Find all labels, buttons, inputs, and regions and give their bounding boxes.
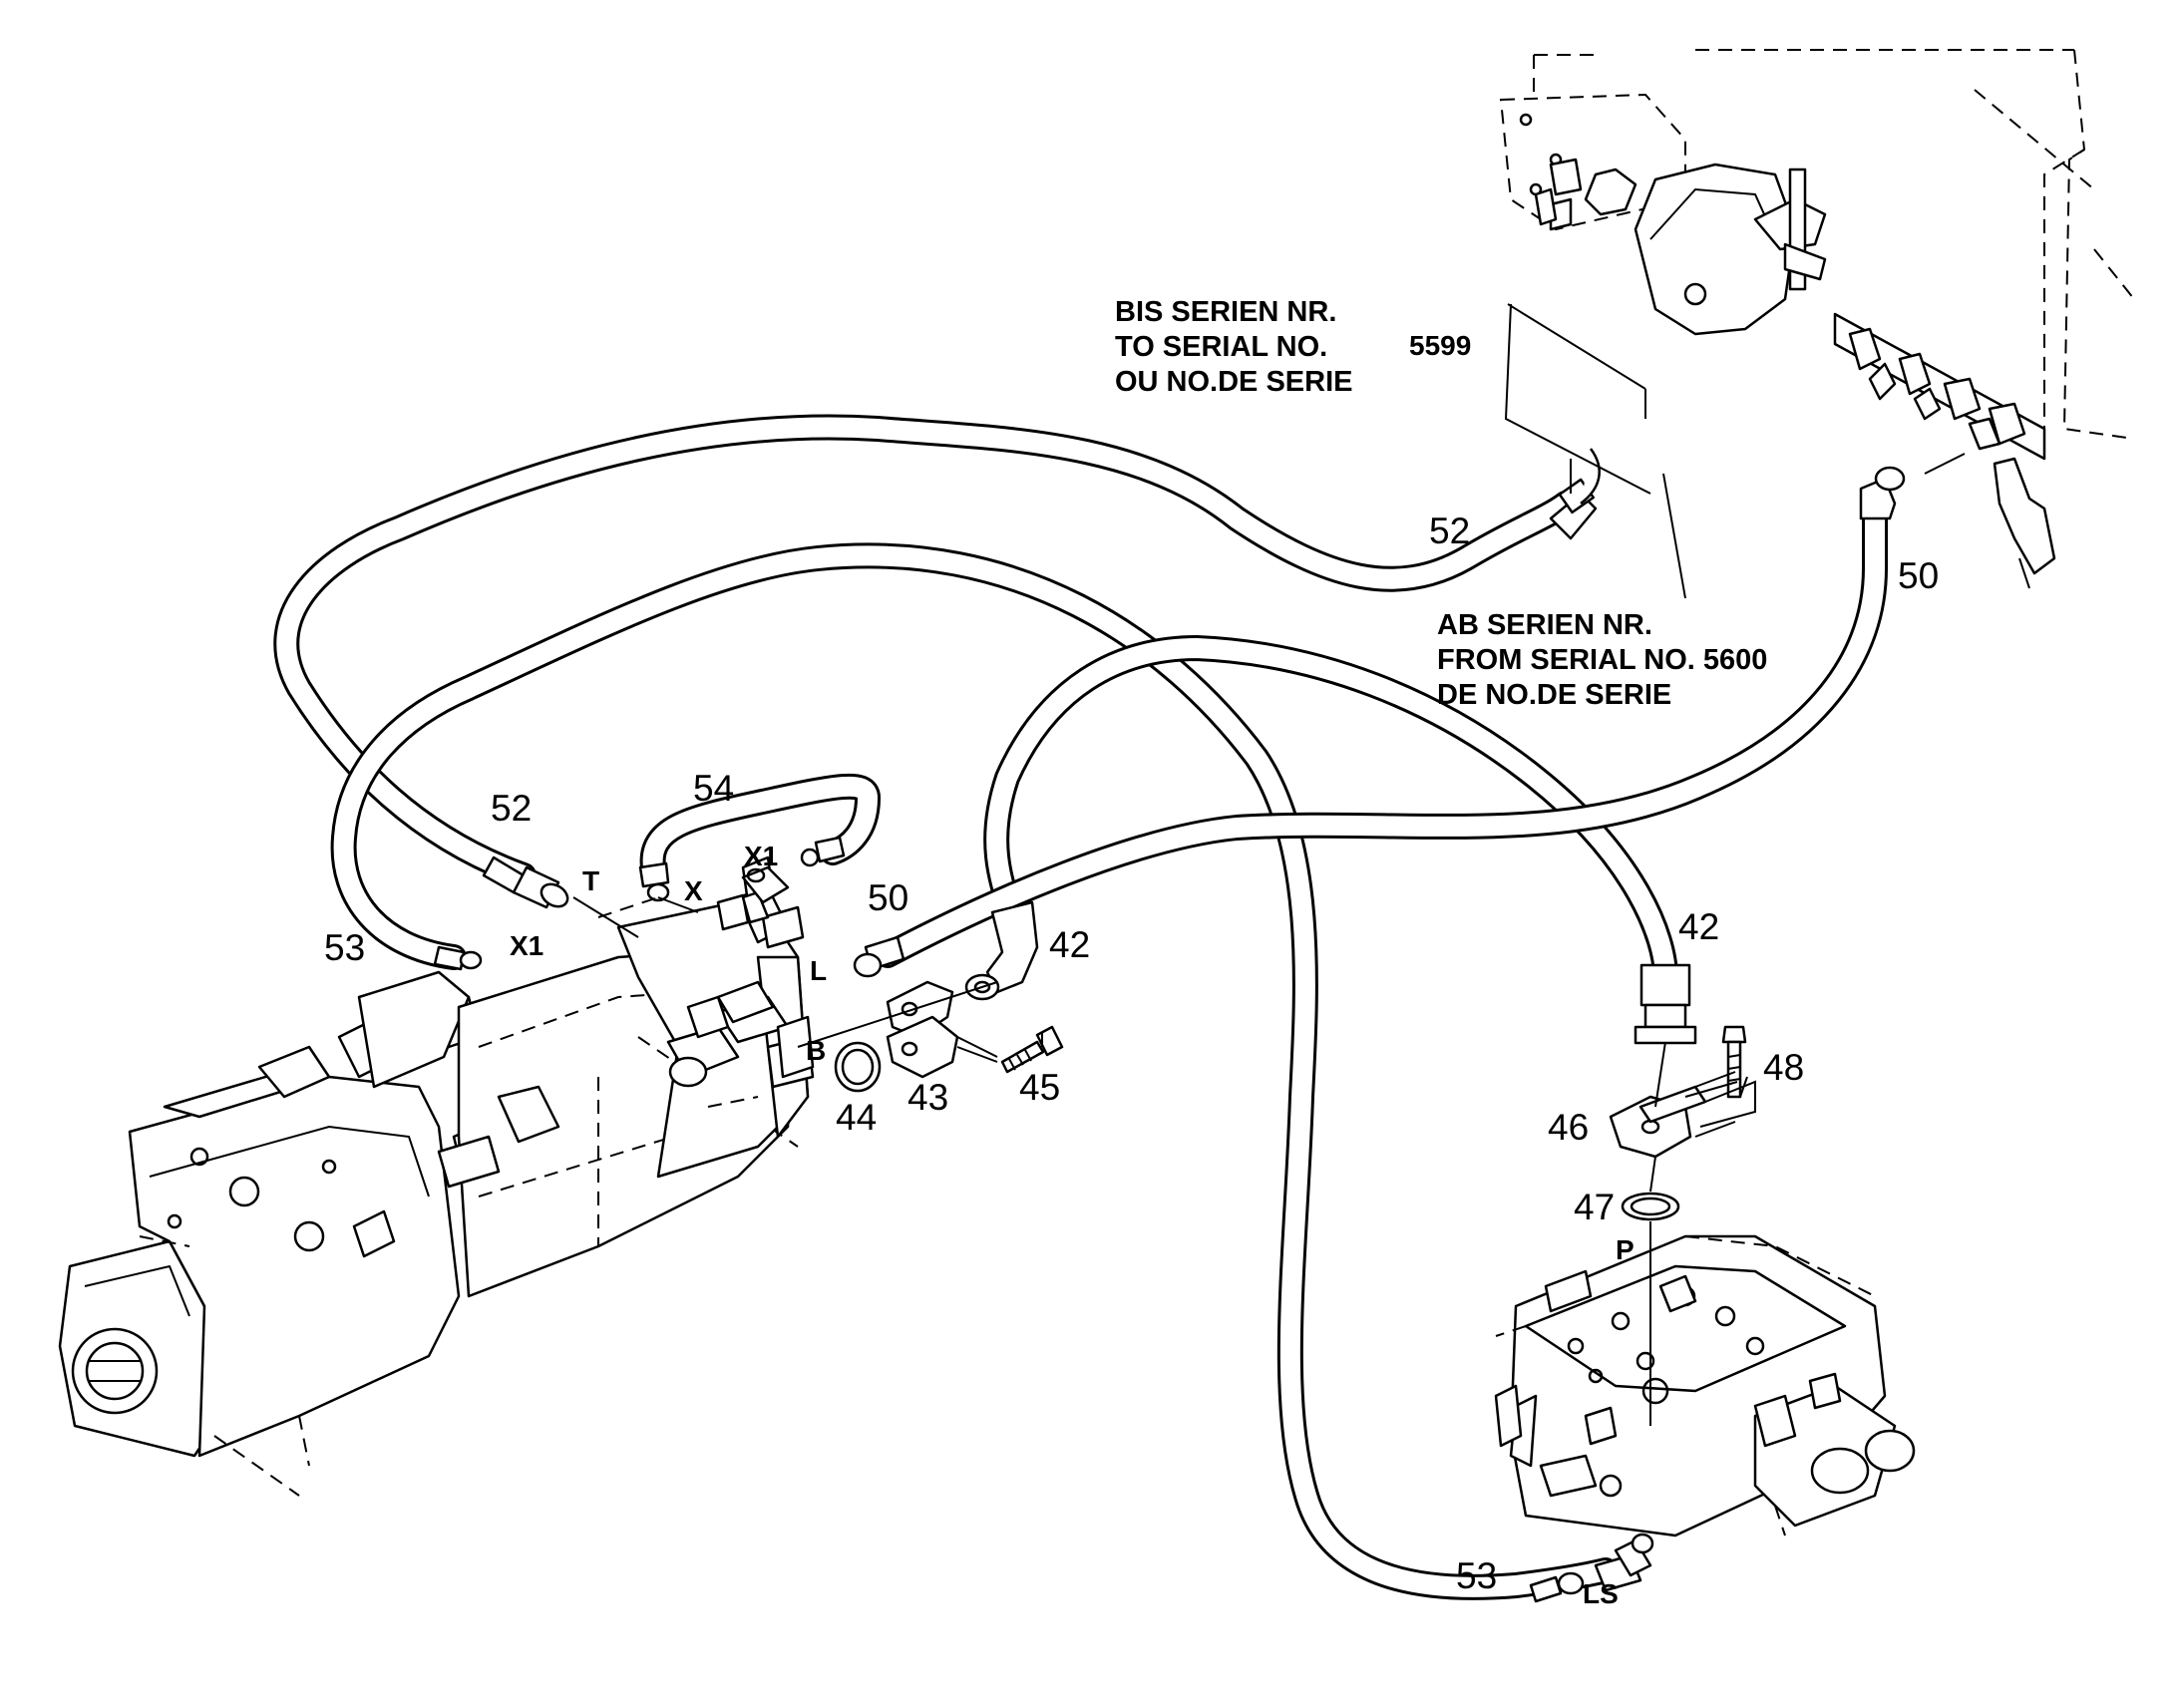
hoses	[273, 414, 1888, 1600]
serial-note-upper: BIS SERIEN NR. TO SERIAL NO. OU NO.DE SE…	[1115, 296, 1471, 398]
control-valve	[1494, 1234, 1916, 1592]
serial-number-5599: 5599	[1409, 330, 1471, 361]
callout-53-bottom: 53	[1456, 1555, 1497, 1596]
callout-52-top: 52	[1429, 511, 1470, 551]
callout-44: 44	[836, 1097, 877, 1138]
serial-note-lower: AB SERIEN NR. FROM SERIAL NO. 5600 DE NO…	[1437, 609, 1767, 711]
callout-43: 43	[908, 1077, 948, 1118]
upper-right-unit	[1499, 49, 2135, 589]
note-upper-line-1: BIS SERIEN NR.	[1115, 296, 1336, 328]
port-label-P: P	[1616, 1234, 1635, 1265]
callout-53: 53	[324, 927, 365, 968]
callout-50-top: 50	[1898, 555, 1939, 596]
port-label-L: L	[810, 955, 827, 986]
port-label-X1-upper: X1	[744, 841, 778, 871]
callout-42: 42	[1049, 924, 1090, 965]
port-label-LS: LS	[1583, 1578, 1619, 1609]
callout-48: 48	[1763, 1047, 1804, 1088]
callout-46: 46	[1548, 1107, 1589, 1148]
callout-47: 47	[1574, 1187, 1615, 1227]
port-labels: T X X1 X1 L B P LS	[510, 841, 1635, 1609]
hydraulic-pump	[58, 855, 815, 1497]
port-label-B: B	[806, 1035, 826, 1066]
note-lower-line-1: AB SERIEN NR.	[1437, 609, 1652, 641]
pump-fittings	[686, 865, 790, 1039]
note-upper-line-3: OU NO.DE SERIE	[1115, 366, 1353, 398]
callout-numbers: 52 50 52 54 53 50 42 42 48 46 47 44 43 4…	[324, 511, 1939, 1596]
note-upper-line-2: TO SERIAL NO.	[1115, 331, 1327, 363]
callout-54: 54	[693, 768, 734, 809]
note-lower-line-3: DE NO.DE SERIE	[1437, 679, 1671, 711]
leader-lines	[572, 303, 1966, 1426]
port-label-T: T	[582, 865, 599, 896]
note-lower-line-2: FROM SERIAL NO. 5600	[1437, 644, 1767, 676]
callout-45: 45	[1019, 1067, 1060, 1108]
callout-42-right: 42	[1678, 906, 1719, 947]
port-label-X: X	[684, 875, 703, 906]
port-label-X1-left: X1	[510, 930, 544, 961]
callout-52: 52	[491, 788, 532, 829]
callout-50: 50	[868, 877, 908, 918]
